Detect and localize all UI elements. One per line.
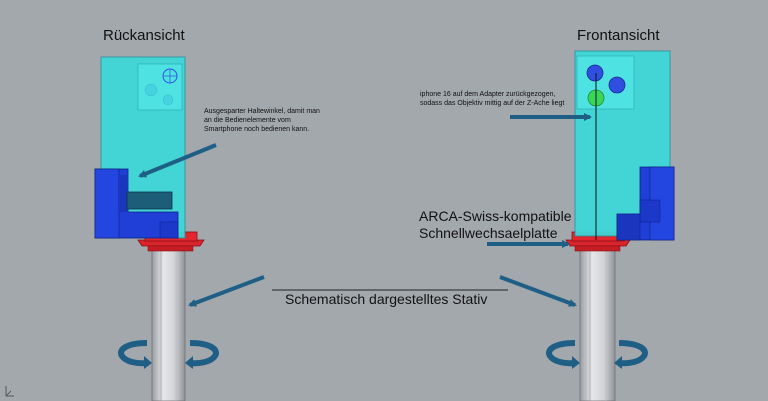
rear-tripod-pole <box>151 245 186 401</box>
front-rotation-right-icon <box>614 340 648 369</box>
front-view <box>546 50 675 401</box>
holder-note: Ausgesparter Haltewinkel, damit man an d… <box>204 108 320 133</box>
front-tripod-pole <box>579 245 616 401</box>
rear-holder-cutout <box>126 191 173 210</box>
callout-arrows <box>138 113 592 307</box>
tripod-note: Schematisch dargestelltes Stativ <box>285 291 488 307</box>
arca-note: ARCA-Swiss-kompatible Schnellwechsaelpla… <box>419 208 572 241</box>
front-view-title: Frontansicht <box>577 27 660 44</box>
axis-triad-icon <box>5 386 14 397</box>
front-lens-right <box>608 76 626 94</box>
iphone-note: iphone 16 auf dem Adapter zurückgezogen,… <box>420 91 565 107</box>
rear-view-title: Rückansicht <box>103 27 185 44</box>
rear-view <box>94 56 219 401</box>
tripod-arrow-right <box>499 275 577 307</box>
tripod-arrow-left <box>188 275 265 307</box>
rear-rotation-right-icon <box>185 340 219 369</box>
rear-rotation-left-icon <box>118 340 152 369</box>
front-rotation-left-icon <box>546 340 580 369</box>
holder-note-arrow <box>138 143 217 178</box>
front-lens-top <box>586 64 604 82</box>
